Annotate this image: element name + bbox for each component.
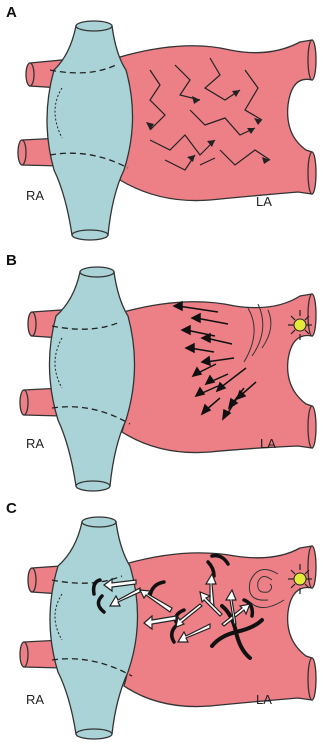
- vein-upper-right-end: [308, 40, 316, 80]
- right-atrium: [47, 26, 133, 235]
- panel-c-letter: C: [6, 500, 17, 517]
- right-atrium: [49, 272, 134, 486]
- panel-c-diagram: [0, 496, 323, 744]
- svc-top: [80, 267, 114, 277]
- vein-lower-left-end: [18, 140, 26, 165]
- left-atrium: [110, 294, 312, 453]
- vein-upper-left-end: [26, 63, 34, 86]
- svc-top: [82, 517, 116, 527]
- panel-b: B RA LA: [0, 248, 323, 496]
- panel-b-letter: B: [6, 252, 17, 269]
- panel-c-la-label: LA: [256, 692, 272, 707]
- panel-c-ra-label: RA: [26, 692, 44, 707]
- vein-upper-left-end: [28, 312, 36, 336]
- vein-lower-right-end: [308, 152, 316, 194]
- svc-top: [76, 21, 112, 31]
- left-atrium: [110, 40, 312, 201]
- panel-a-la-label: LA: [256, 194, 272, 209]
- ivc-bottom: [76, 481, 110, 491]
- ivc-bottom: [76, 729, 112, 739]
- panel-b-la-label: LA: [260, 436, 276, 451]
- panel-a: A RA LA: [0, 0, 323, 248]
- vein-lower-left-end: [20, 390, 28, 415]
- ivc-bottom: [72, 230, 108, 240]
- vein-upper-right-end: [308, 294, 316, 336]
- vein-upper-left-end: [28, 568, 36, 592]
- panel-b-ra-label: RA: [26, 436, 44, 451]
- vein-upper-right-end: [308, 546, 316, 588]
- vein-lower-left-end: [20, 642, 28, 667]
- panel-a-ra-label: RA: [26, 188, 44, 203]
- vein-lower-right-end: [308, 406, 316, 448]
- panel-a-diagram: [0, 0, 323, 248]
- vein-lower-right-end: [308, 658, 316, 700]
- panel-c: C RA LA: [0, 496, 323, 744]
- right-atrium: [50, 522, 138, 734]
- panel-a-letter: A: [6, 4, 17, 21]
- panel-b-diagram: [0, 248, 323, 496]
